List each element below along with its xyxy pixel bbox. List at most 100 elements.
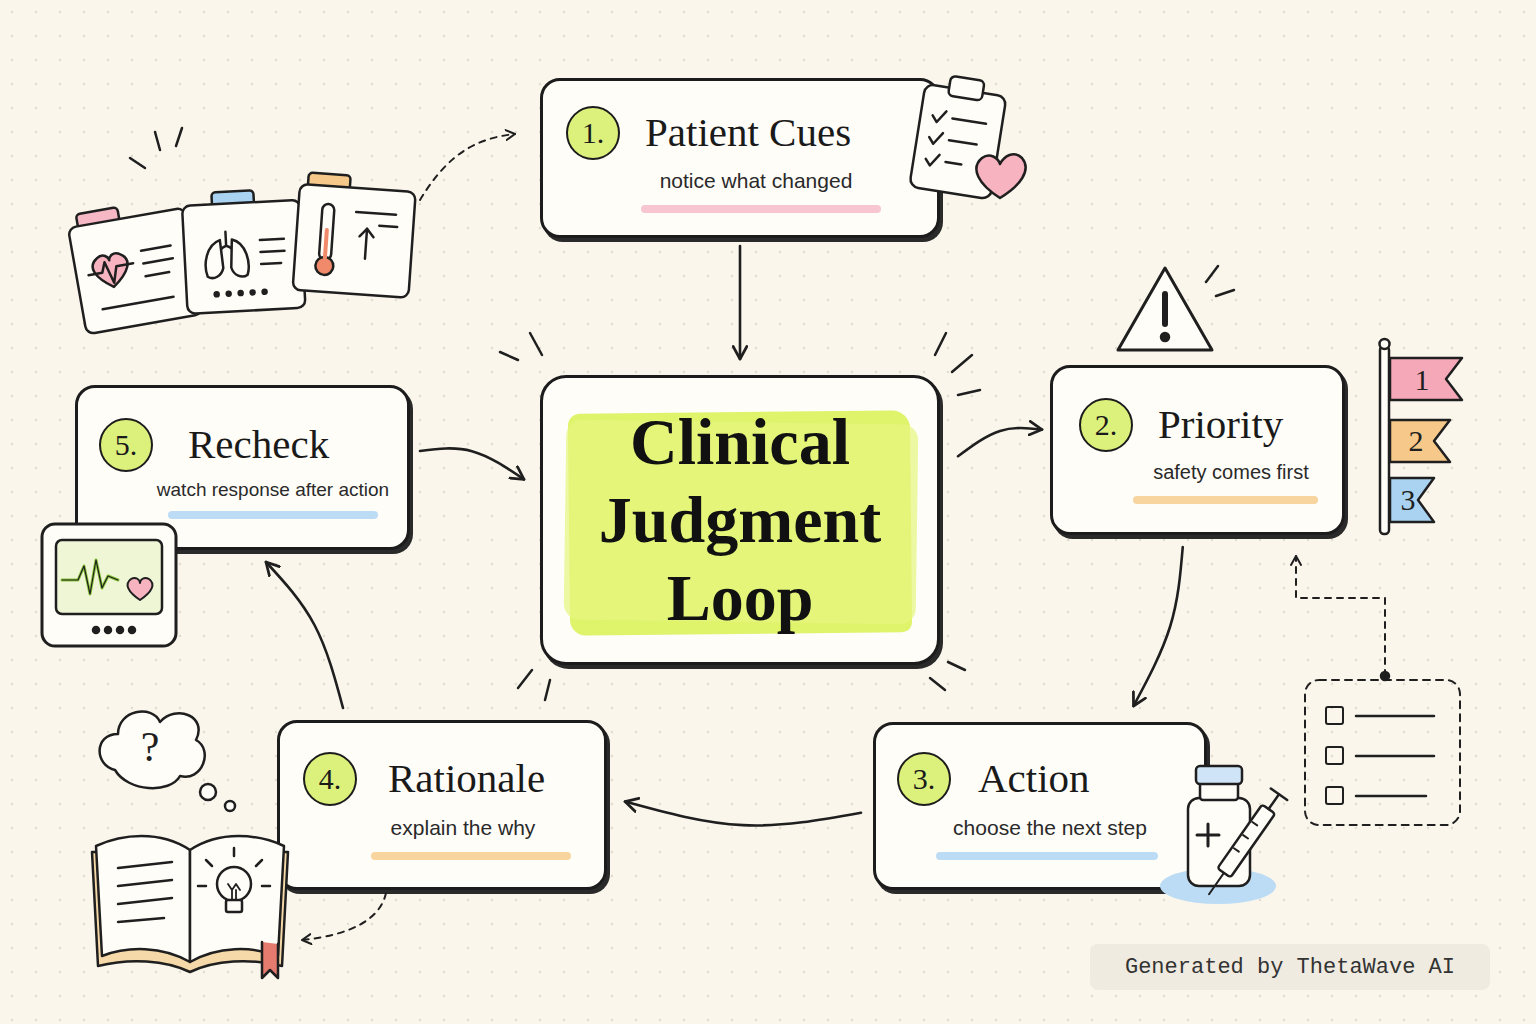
syringe-mark [1252, 822, 1257, 825]
step-subtitle: safety comes first [1061, 459, 1401, 485]
spark-line [155, 132, 160, 150]
plus-sign [1207, 824, 1210, 846]
text-line [1356, 755, 1434, 758]
flag-number: 1 [1402, 360, 1442, 400]
check-mark [932, 109, 947, 123]
heart-icon [976, 154, 1025, 198]
step-box: 4.Rationaleexplain the why [277, 720, 607, 890]
lightbulb-filament [228, 884, 240, 900]
step-subtitle: watch response after action [103, 477, 443, 503]
text-line [141, 245, 171, 250]
syringe-barrel [1217, 804, 1275, 877]
flow-arrow [958, 428, 1042, 456]
clipboard [909, 84, 1006, 200]
checkbox [1326, 787, 1343, 804]
text-line [261, 263, 281, 264]
heart-icon [91, 251, 131, 290]
thermometer-bulb [315, 256, 334, 275]
light-ray [262, 885, 270, 888]
book-page [96, 836, 190, 962]
plus-sign [1197, 834, 1219, 837]
central-title: Clinical Judgment Loop [573, 378, 907, 662]
vial [1188, 798, 1250, 886]
text-line [118, 862, 172, 868]
syringe-mark [1243, 835, 1248, 838]
text-line [118, 898, 172, 904]
spark-line [1206, 266, 1218, 282]
warning-triangle [1118, 268, 1212, 350]
record-card [68, 208, 203, 335]
lung-lobe [230, 239, 249, 277]
watermark: Generated by ThetaWave AI [1090, 944, 1490, 990]
monitor-button [93, 627, 99, 633]
text-line [1356, 795, 1426, 798]
flow-arrow [739, 246, 742, 359]
thought-dot [225, 801, 235, 811]
vital-monitor [42, 524, 176, 646]
checkbox [1326, 707, 1343, 724]
thought-bubble [100, 712, 205, 789]
step-box: 2.Prioritysafety comes first [1050, 365, 1345, 535]
priority-flag [1390, 478, 1434, 522]
spark-line [500, 352, 518, 360]
step-subtitle: notice what changed [586, 168, 926, 194]
text-line [261, 251, 285, 252]
flag-pole-top [1380, 339, 1390, 349]
checklist-box [1305, 680, 1460, 825]
rise-arrow [365, 229, 367, 259]
text-line [356, 212, 396, 215]
spark-line [545, 680, 550, 700]
dot [227, 292, 231, 296]
dot [251, 290, 255, 294]
underline-bar [168, 511, 378, 519]
text-line [949, 140, 977, 144]
flag-number: 2 [1396, 421, 1436, 461]
text-line [379, 226, 397, 227]
dashed-arrow [420, 134, 515, 200]
file-tab [211, 190, 254, 210]
vial-cap [1196, 766, 1242, 784]
light-ray [198, 885, 206, 888]
spark-line [952, 355, 972, 372]
flag-pole [1380, 346, 1389, 534]
connector-dot [1381, 672, 1389, 680]
priority-flag [1390, 358, 1462, 400]
ecg-line [87, 257, 136, 287]
flow-arrow [1134, 547, 1183, 706]
flow-arrow [625, 802, 861, 826]
step-number: 3. [897, 752, 951, 806]
spark-line [948, 662, 965, 670]
light-ray [256, 860, 262, 866]
flow-arrow [420, 448, 524, 479]
spark-line [930, 678, 945, 690]
book-cover [92, 852, 288, 972]
flow-arrow [266, 562, 343, 708]
ecg-line [62, 560, 118, 594]
thermometer [319, 204, 335, 261]
rise-arrow [359, 228, 374, 237]
text-line [118, 880, 172, 886]
thermometer-level [325, 230, 327, 258]
text-line [260, 239, 284, 240]
spark-line [1216, 290, 1234, 296]
monitor-screen [56, 540, 162, 614]
spark-line [176, 128, 182, 146]
spark-line [130, 158, 145, 168]
spark-line [530, 333, 542, 355]
file-tab [76, 207, 120, 232]
flag-number: 3 [1388, 480, 1428, 520]
syringe-mark [1234, 848, 1239, 851]
question-mark: ? [130, 722, 170, 772]
warning-mark [1161, 333, 1169, 341]
step-title: Priority [1158, 400, 1283, 448]
step-box: 1.Patient Cuesnotice what changed [540, 78, 940, 238]
light-ray [206, 860, 212, 866]
step-subtitle: choose the next step [880, 815, 1220, 841]
book-page [190, 836, 284, 962]
underline-bar [1133, 496, 1318, 504]
